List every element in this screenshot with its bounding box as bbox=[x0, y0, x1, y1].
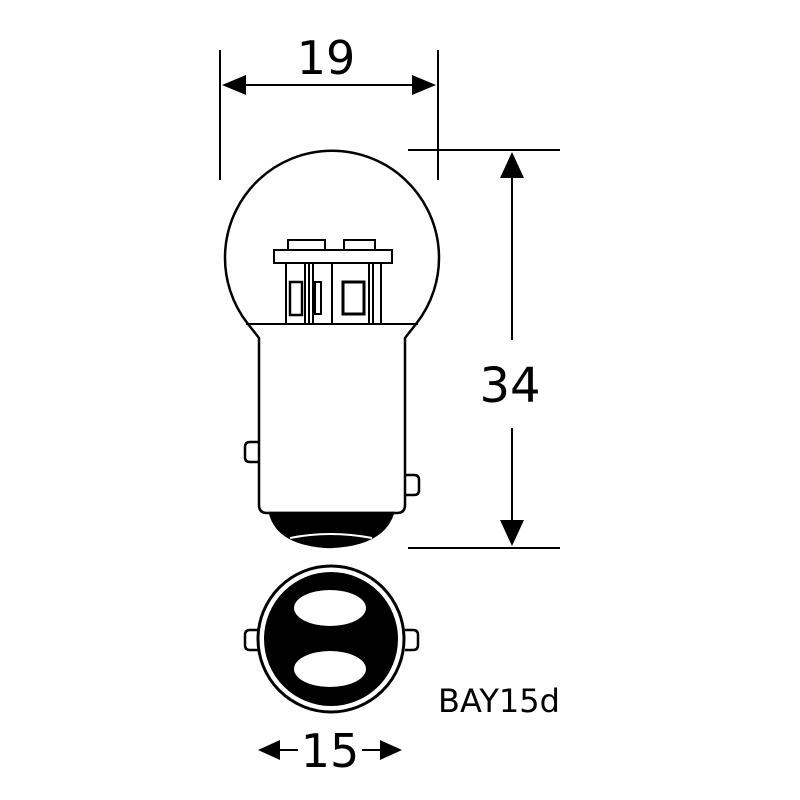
arrow-left-icon bbox=[222, 75, 246, 95]
base-diameter-dimension bbox=[258, 740, 402, 760]
base-type-label: BAY15d bbox=[438, 682, 560, 720]
width-dimension bbox=[219, 50, 439, 180]
arrow-right-icon bbox=[412, 75, 436, 95]
base-shell bbox=[247, 323, 417, 515]
led-assembly bbox=[273, 239, 393, 324]
glass-globe bbox=[223, 149, 441, 325]
arrow-left-icon bbox=[258, 740, 280, 760]
contact-lower bbox=[294, 651, 366, 687]
base-diameter-label: 15 bbox=[301, 724, 360, 778]
contact-cap bbox=[268, 511, 395, 549]
arrow-right-icon bbox=[380, 740, 402, 760]
height-dimension bbox=[408, 149, 560, 549]
base-pin-left bbox=[243, 440, 259, 464]
height-label: 34 bbox=[479, 358, 540, 414]
bulb-side-view bbox=[223, 149, 441, 549]
base-pin-right bbox=[405, 473, 421, 497]
arrow-down-icon bbox=[500, 520, 524, 546]
width-label: 19 bbox=[297, 31, 356, 85]
base-bottom-view bbox=[243, 564, 420, 714]
arrow-up-icon bbox=[500, 152, 524, 178]
contact-upper bbox=[294, 590, 366, 626]
